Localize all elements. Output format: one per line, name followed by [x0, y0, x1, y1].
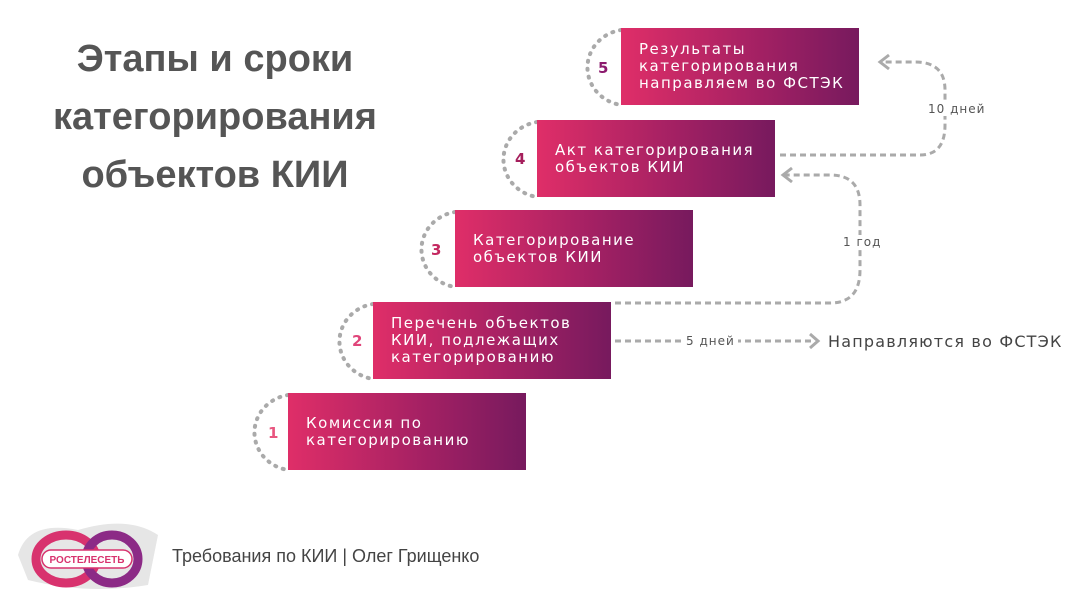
step-box-1: Комиссия по категорированию — [288, 393, 526, 470]
step-box-5: Результаты категорирования направляем во… — [621, 28, 859, 105]
step-text: Комиссия по категорированию — [306, 413, 470, 449]
step-number: 5 — [598, 59, 609, 77]
duration-1-year: 1 год — [840, 235, 885, 249]
step-number: 1 — [268, 424, 279, 442]
company-logo: РОСТЕЛЕСЕТЬ — [8, 515, 168, 595]
logo-text: РОСТЕЛЕСЕТЬ — [50, 555, 125, 566]
duration-5-days: 5 дней — [683, 334, 738, 348]
step-text: Перечень объектов КИИ, подлежащих катего… — [391, 314, 572, 366]
slide-title: Этапы и сроки категорирования объектов К… — [53, 38, 377, 196]
step-text: Категорирование объектов КИИ — [473, 230, 636, 266]
step-box-4: Акт категорирования объектов КИИ — [537, 120, 775, 197]
step-text: Акт категорирования объектов КИИ — [555, 140, 755, 176]
step-text: Результаты категорирования направляем во… — [639, 40, 845, 92]
duration-10-days: 10 дней — [925, 102, 989, 116]
footer-text: Требования по КИИ | Олег Грищенко — [172, 546, 480, 566]
step-box-3: Категорирование объектов КИИ — [455, 210, 693, 287]
step-number: 4 — [515, 150, 526, 168]
step-box-2: Перечень объектов КИИ, подлежащих катего… — [373, 302, 611, 379]
fstek-note: Направляются во ФСТЭК — [828, 332, 1063, 351]
step-number: 3 — [431, 241, 442, 259]
step-number: 2 — [352, 332, 363, 350]
